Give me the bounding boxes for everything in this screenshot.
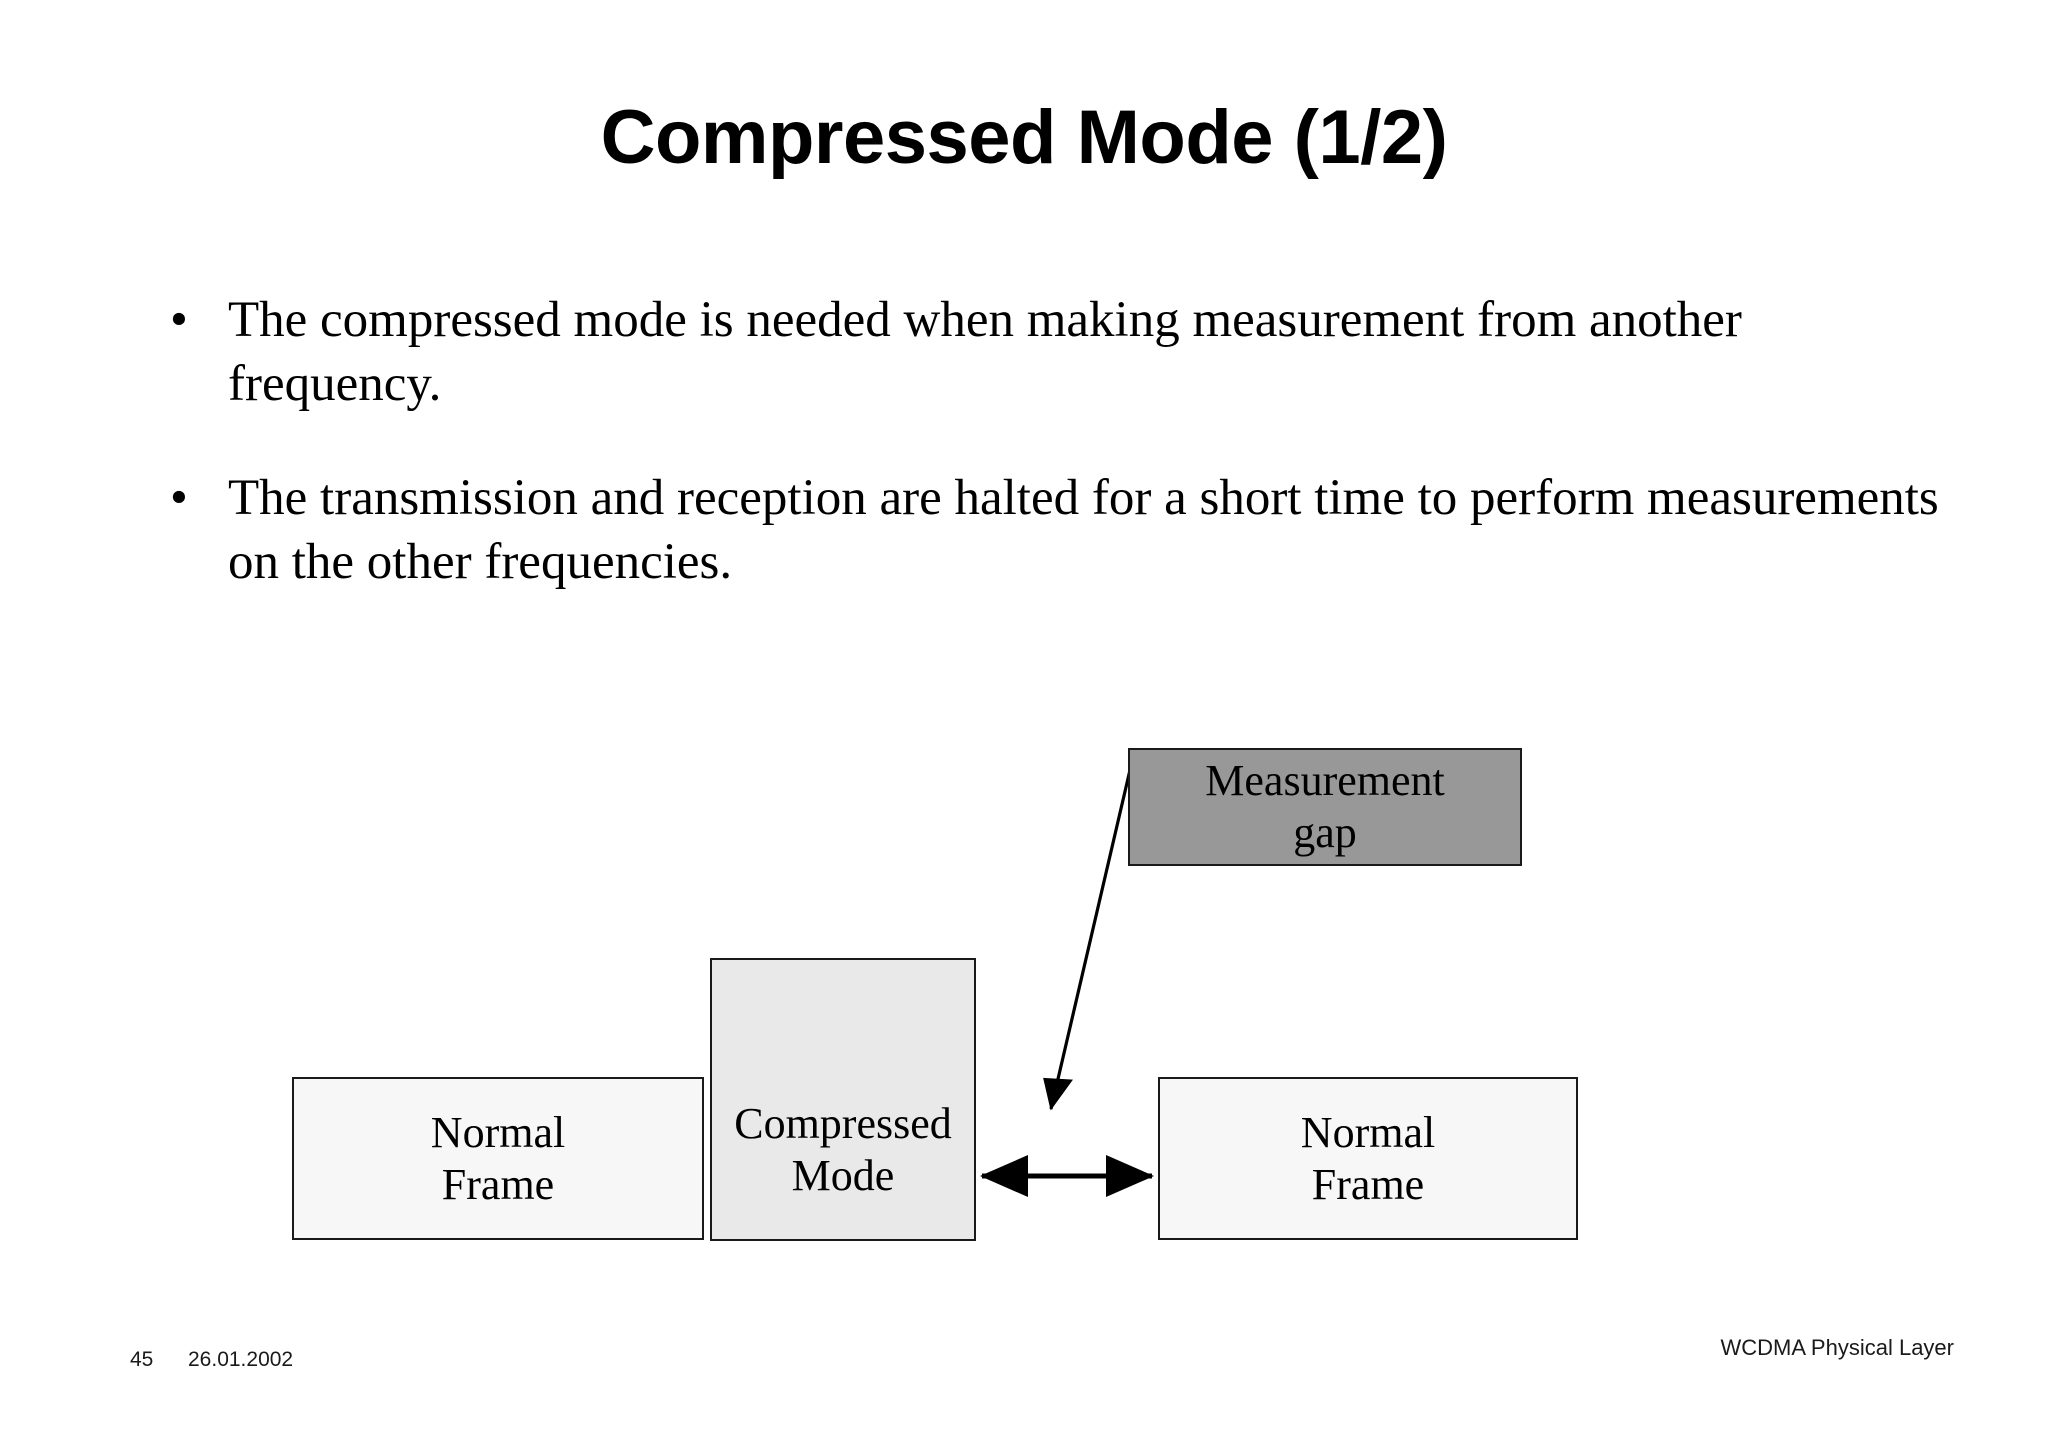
bullet-point-icon: • bbox=[170, 470, 188, 526]
normal-frame-right-box[interactable]: Normal Frame bbox=[1158, 1077, 1578, 1240]
normal-frame-right-label: Normal Frame bbox=[1300, 1107, 1436, 1209]
normal-frame-left-label: Normal Frame bbox=[430, 1107, 566, 1209]
measurement-gap-box[interactable]: Measurement gap bbox=[1128, 748, 1522, 866]
bullet-point-icon: • bbox=[170, 292, 188, 348]
list-item: • The transmission and reception are hal… bbox=[160, 466, 1950, 594]
footer-left: 45 26.01.2002 bbox=[130, 1347, 293, 1373]
bullet-text: The compressed mode is needed when makin… bbox=[228, 292, 1742, 412]
list-item: • The compressed mode is needed when mak… bbox=[160, 288, 1950, 416]
compressed-mode-box[interactable]: Compressed Mode bbox=[710, 958, 976, 1241]
compressed-mode-label: Compressed Mode bbox=[734, 1099, 952, 1200]
measurement-gap-pointer-arrow bbox=[1043, 769, 1132, 1111]
measurement-gap-label: Measurement gap bbox=[1205, 756, 1445, 857]
footer-date: 26.01.2002 bbox=[188, 1348, 294, 1371]
footer-source-label: WCDMA Physical Layer bbox=[1720, 1335, 1954, 1360]
bullet-text: The transmission and reception are halte… bbox=[228, 470, 1939, 590]
normal-frame-left-box[interactable]: Normal Frame bbox=[292, 1077, 704, 1240]
page-title: Compressed Mode (1/2) bbox=[600, 95, 1448, 180]
bullet-list: • The compressed mode is needed when mak… bbox=[160, 288, 1950, 594]
page-number: 45 bbox=[130, 1348, 154, 1371]
